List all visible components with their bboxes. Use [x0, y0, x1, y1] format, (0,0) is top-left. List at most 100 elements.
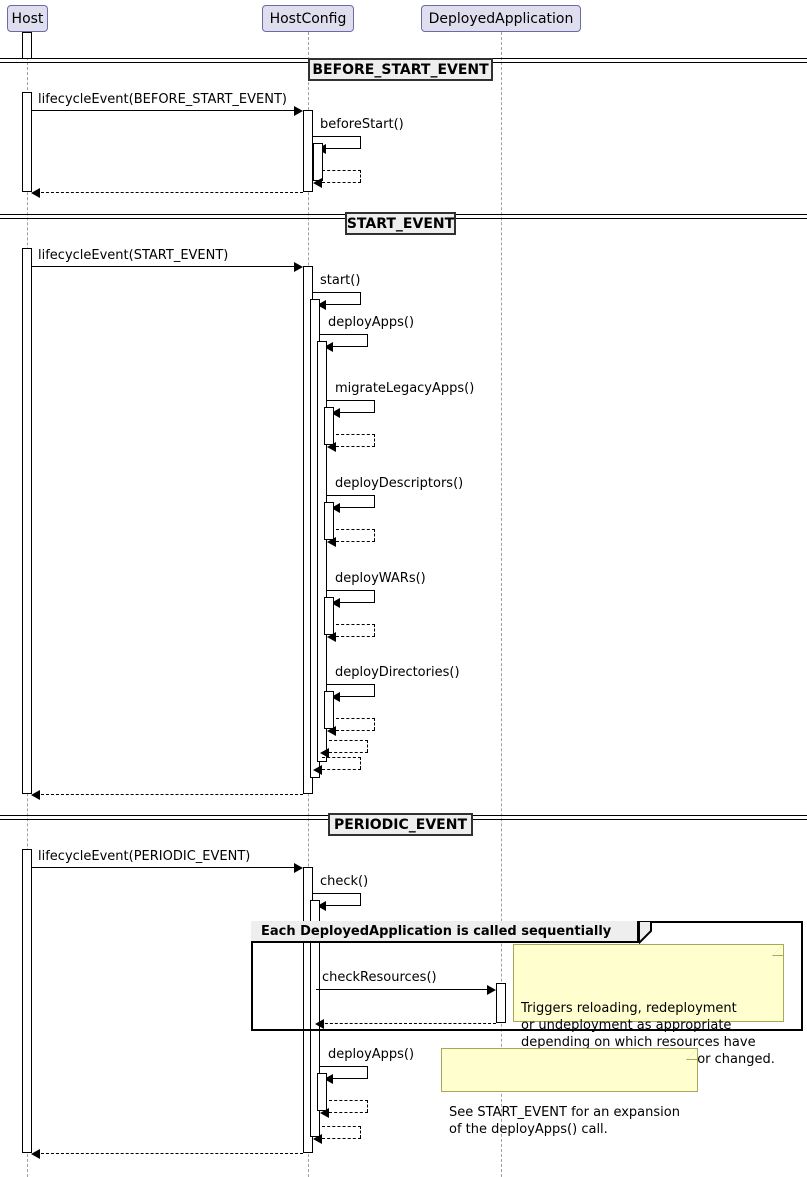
message-migratelegacyapps-top	[327, 400, 375, 401]
divider-before-start-event: BEFORE_START_EVENT	[308, 58, 493, 81]
divider-start-event: START_EVENT	[345, 212, 456, 235]
message-migratelegacyapps-bottom	[336, 412, 375, 413]
message-label-checkresources: checkResources()	[322, 970, 437, 985]
arrowhead-left-icon	[313, 765, 322, 775]
message-deployapps-side	[367, 334, 368, 346]
message-label-before-start: beforeStart()	[320, 117, 404, 132]
message-start-side	[360, 292, 361, 304]
message-return-beforestart-bottom	[322, 170, 361, 171]
message-deploydirectories-bottom	[336, 696, 375, 697]
arrowhead-right-icon	[294, 106, 303, 116]
divider-start-event-label: START_EVENT	[346, 215, 455, 232]
message-deployapps-periodic-top	[320, 1066, 368, 1067]
message-start-bottom	[322, 304, 361, 305]
message-deploywars-bottom	[336, 602, 375, 603]
message-return-to-host-periodic	[36, 1153, 303, 1154]
message-label-lifecycle-start: lifecycleEvent(START_EVENT)	[38, 248, 229, 263]
message-return-deploydescriptors	[336, 541, 375, 542]
divider-periodic-event-label: PERIODIC_EVENT	[333, 816, 468, 833]
note-fold-inner-icon	[687, 1049, 697, 1059]
activation-hostconfig-beforestart-inner	[313, 143, 323, 181]
note-checkresources: Triggers reloading, redeployment or unde…	[513, 944, 784, 1067]
message-return-beforestart	[322, 182, 361, 183]
message-return-deployapps-periodic	[329, 1112, 368, 1113]
message-deploydescriptors-top	[327, 495, 375, 496]
message-deploydirectories-top	[327, 684, 375, 685]
activation-host-start	[22, 248, 32, 794]
note-fold-inner-icon	[773, 945, 783, 955]
message-checkresources	[316, 989, 492, 990]
message-check-top	[313, 893, 361, 894]
activation-hostconfig-deploydescriptors	[324, 502, 334, 540]
message-return-deploydirectories	[336, 730, 375, 731]
activation-hostconfig-before-start	[303, 110, 313, 192]
message-label-deploydescriptors: deployDescriptors()	[335, 476, 464, 491]
message-return-migratelegacyapps	[336, 446, 375, 447]
message-check-side	[360, 893, 361, 905]
message-check-bottom	[322, 905, 361, 906]
message-return-migratelegacyapps-top	[336, 434, 375, 435]
arrowhead-left-icon	[31, 790, 40, 800]
message-return-deployapps-side	[367, 740, 368, 752]
message-return-deployapps-periodic-top	[329, 1100, 368, 1101]
arrowhead-left-icon	[331, 503, 340, 513]
activation-host-periodic	[22, 849, 32, 1153]
group-header-corner-icon	[639, 921, 652, 945]
message-label-lifecycle-before-start: lifecycleEvent(BEFORE_START_EVENT)	[38, 92, 287, 107]
message-lifecycle-before-start	[32, 110, 299, 111]
arrowhead-left-icon	[327, 632, 336, 642]
arrowhead-left-icon	[31, 188, 40, 198]
participant-deployedapplication-label: DeployedApplication	[428, 10, 574, 27]
arrowhead-left-icon	[324, 342, 333, 352]
message-return-deploydescriptors-top	[336, 529, 375, 530]
arrowhead-left-icon	[327, 537, 336, 547]
message-label-migratelegacyapps: migrateLegacyApps()	[335, 381, 475, 396]
arrowhead-left-icon	[317, 901, 326, 911]
arrowhead-left-icon	[313, 1134, 322, 1144]
arrowhead-left-icon	[317, 300, 326, 310]
message-migratelegacyapps-side	[374, 400, 375, 412]
arrowhead-left-icon	[31, 1149, 40, 1159]
message-return-deployapps-top	[329, 740, 368, 741]
arrowhead-left-icon	[331, 598, 340, 608]
message-before-start-top	[313, 136, 361, 137]
message-return-to-host-start	[36, 794, 303, 795]
message-deploywars-side	[374, 590, 375, 602]
activation-hostconfig-deployapps-lvl2	[317, 341, 327, 762]
activation-hostconfig-deploydirectories	[324, 691, 334, 729]
message-return-deploydirectories-side	[374, 718, 375, 730]
divider-before-start-event-label: BEFORE_START_EVENT	[312, 61, 489, 78]
message-deployapps-top	[320, 334, 368, 335]
message-deploydescriptors-bottom	[336, 507, 375, 508]
message-return-check-side	[360, 1126, 361, 1138]
message-start-top	[313, 292, 361, 293]
message-before-start-bottom	[322, 148, 361, 149]
arrowhead-left-icon	[320, 748, 329, 758]
message-return-deployapps	[329, 752, 368, 753]
participant-hostconfig[interactable]: HostConfig	[262, 5, 354, 32]
arrowhead-left-icon	[327, 442, 336, 452]
note-deployapps-text: See START_EVENT for an expansion of the …	[449, 1105, 680, 1137]
participant-deployedapplication[interactable]: DeployedApplication	[421, 5, 581, 32]
message-deploywars-top	[327, 590, 375, 591]
message-return-start	[322, 769, 361, 770]
message-return-deploywars-top	[336, 624, 375, 625]
arrowhead-left-icon	[331, 408, 340, 418]
participant-hostconfig-label: HostConfig	[269, 10, 347, 27]
message-deployapps-periodic-bottom	[329, 1078, 368, 1079]
message-return-deploydirectories-top	[336, 718, 375, 719]
message-label-start: start()	[320, 273, 361, 288]
participant-host[interactable]: Host	[7, 5, 48, 32]
message-return-start-top	[322, 757, 361, 758]
arrowhead-left-icon	[320, 1108, 329, 1118]
arrowhead-right-icon	[487, 985, 496, 995]
divider-periodic-event: PERIODIC_EVENT	[328, 813, 473, 836]
message-return-start-side	[360, 757, 361, 769]
message-return-beforestart-side	[360, 170, 361, 182]
activation-hostconfig-migratelegacyapps	[324, 407, 334, 445]
message-label-lifecycle-periodic: lifecycleEvent(PERIODIC_EVENT)	[38, 849, 251, 864]
arrowhead-left-icon	[313, 178, 322, 188]
arrowhead-left-icon	[315, 1019, 324, 1029]
message-deployapps-periodic-side	[367, 1066, 368, 1078]
